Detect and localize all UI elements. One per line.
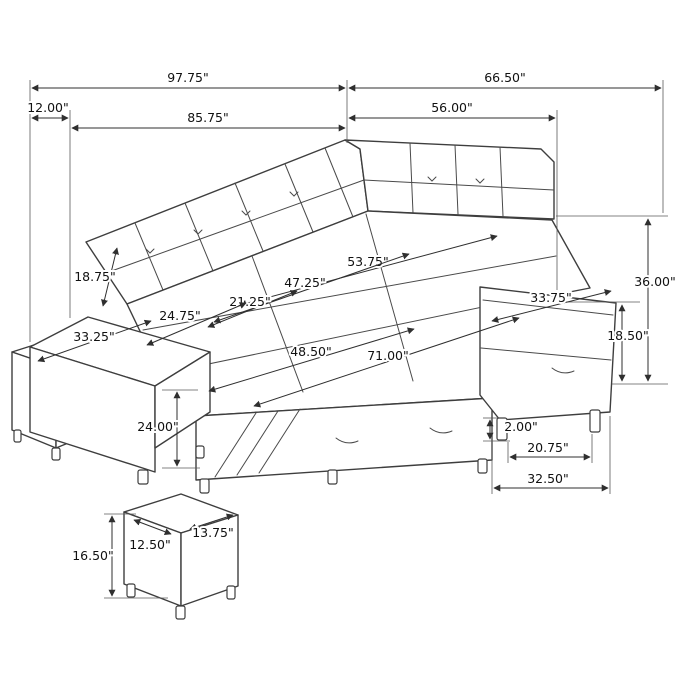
dim-chaise-width: 33.75" bbox=[491, 288, 612, 323]
dim-overall-height-label: 36.00" bbox=[634, 274, 676, 289]
dim-seat-height-label: 18.50" bbox=[607, 328, 649, 343]
dim-ottoman-width-label: 12.50" bbox=[129, 537, 171, 552]
dim-interior-width: 85.75" bbox=[71, 108, 346, 132]
dim-bed-width-diag-label: 47.25" bbox=[284, 275, 326, 290]
dim-overall-depth-label: 66.50" bbox=[484, 70, 526, 85]
dim-arm-height: 24.00" bbox=[135, 391, 181, 467]
dim-back-cushion-height: 18.75" bbox=[72, 247, 119, 307]
dim-bed-length-diag-label: 53.75" bbox=[347, 254, 389, 269]
dim-overall-height: 36.00" bbox=[632, 218, 678, 382]
extension-lines bbox=[29, 80, 668, 599]
dim-pullout-length-label: 71.00" bbox=[367, 348, 409, 363]
dim-ottoman-depth: 13.75" bbox=[189, 513, 236, 542]
chaise bbox=[479, 286, 617, 441]
chaise-handle-icon bbox=[551, 367, 575, 374]
dim-seat-section-width: 24.75" bbox=[146, 302, 247, 346]
dim-seat-height: 18.50" bbox=[605, 304, 651, 382]
dim-chaise-depth-label: 56.00" bbox=[431, 100, 473, 115]
backrest-left bbox=[85, 139, 369, 305]
dim-ottoman-width: 12.50" bbox=[127, 518, 173, 554]
backrest-right bbox=[344, 139, 555, 220]
dim-foot-height: 2.00" bbox=[486, 417, 540, 440]
dim-overall-width: 97.75" bbox=[31, 68, 346, 92]
dim-ottoman-height-label: 16.50" bbox=[72, 548, 114, 563]
bed-handle-icon bbox=[429, 427, 453, 434]
dim-back-cushion-height-label: 18.75" bbox=[74, 269, 116, 284]
dim-seat-depth-label: 21.25" bbox=[229, 294, 271, 309]
dim-arm-height-label: 24.00" bbox=[137, 419, 179, 434]
dim-foot-spacing-label: 20.75" bbox=[527, 440, 569, 455]
dim-seat-section-width-label: 24.75" bbox=[159, 308, 201, 323]
dim-arm-width: 12.00" bbox=[25, 98, 71, 122]
dim-arm-width-label: 12.00" bbox=[27, 100, 69, 115]
dim-ottoman-depth-label: 13.75" bbox=[192, 525, 234, 540]
dim-overall-depth: 66.50" bbox=[348, 68, 662, 92]
bed-handle-icon bbox=[335, 437, 359, 444]
dim-chaise-base-width-label: 32.50" bbox=[527, 471, 569, 486]
floor-ottoman bbox=[123, 493, 239, 620]
dim-armrest-length: 33.25" bbox=[37, 319, 152, 363]
dim-pullout-width-label: 48.50" bbox=[290, 344, 332, 359]
dim-chaise-depth: 56.00" bbox=[348, 98, 556, 122]
dim-pullout-length: 71.00" bbox=[253, 316, 520, 408]
dim-ottoman-height: 16.50" bbox=[70, 515, 116, 597]
dim-armrest-length-label: 33.25" bbox=[73, 329, 115, 344]
dim-foot-height-label: 2.00" bbox=[504, 419, 538, 434]
dim-chaise-base-width: 32.50" bbox=[493, 469, 609, 492]
dim-interior-width-label: 85.75" bbox=[187, 110, 229, 125]
dim-foot-spacing: 20.75" bbox=[509, 438, 591, 461]
dim-overall-width-label: 97.75" bbox=[167, 70, 209, 85]
dim-chaise-width-label: 33.75" bbox=[530, 290, 572, 305]
